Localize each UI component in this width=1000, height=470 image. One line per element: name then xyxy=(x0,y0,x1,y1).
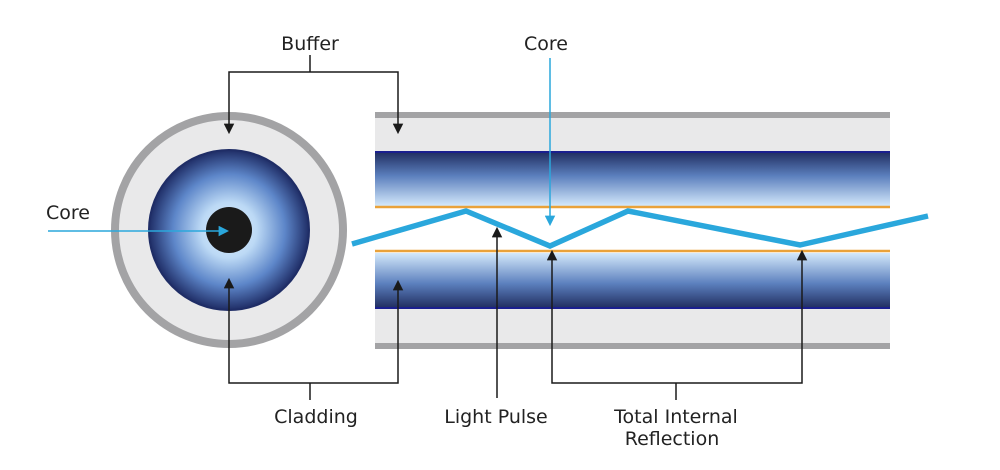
cladding-bottom-band xyxy=(375,253,890,309)
fiber-longitudinal-icon xyxy=(375,112,890,349)
cladding-label: Cladding xyxy=(274,406,358,428)
buffer-label: Buffer xyxy=(281,33,339,55)
core-top-label: Core xyxy=(524,33,568,55)
light-pulse-label: Light Pulse xyxy=(444,406,548,428)
light-pulse-path xyxy=(351,208,929,249)
tir-label-line1: Total Internal xyxy=(613,406,738,428)
core-left-label: Core xyxy=(46,202,90,224)
tir-leader xyxy=(546,249,808,400)
buffer-bottom-edge xyxy=(375,343,890,349)
buffer-leader xyxy=(223,55,404,135)
cladding-leader xyxy=(223,277,404,400)
cladding-top-band xyxy=(375,151,890,206)
core-center xyxy=(206,207,252,253)
tir-label-line2: Reflection xyxy=(625,428,720,450)
buffer-top-edge xyxy=(375,112,890,118)
